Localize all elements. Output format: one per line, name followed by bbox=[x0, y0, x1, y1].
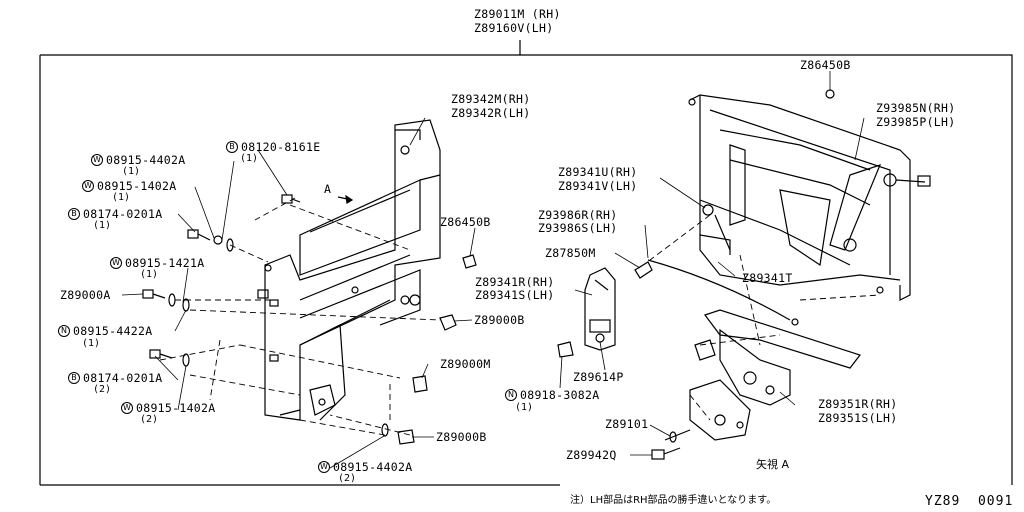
callout-label[interactable]: Z89000M bbox=[440, 357, 491, 371]
callout-qty: (1) bbox=[515, 402, 534, 413]
callout-label[interactable]: Z86450B bbox=[440, 215, 491, 229]
handle-bracket-drawing bbox=[557, 267, 616, 358]
callout-label[interactable]: Z89341T bbox=[742, 271, 793, 285]
callout-label[interactable]: 08915-1402A bbox=[97, 179, 177, 193]
callout-label[interactable]: Z89614P bbox=[573, 370, 624, 384]
callout-label[interactable]: 08174-0201A bbox=[83, 207, 163, 221]
callout-label[interactable]: Z89000B bbox=[474, 313, 525, 327]
callout-label[interactable]: Z89942Q bbox=[566, 448, 617, 462]
callout-label[interactable]: Z89351S(LH) bbox=[818, 411, 898, 425]
callout-label[interactable]: Z89342M(RH) bbox=[451, 92, 531, 106]
callout-label[interactable]: Z93986S(LH) bbox=[538, 221, 618, 235]
callout-qty: (1) bbox=[240, 153, 259, 164]
callout-prefix: W bbox=[110, 257, 122, 269]
callout-prefix: W bbox=[121, 402, 133, 414]
callout-prefix: B bbox=[68, 208, 80, 220]
callout-qty: (1) bbox=[112, 192, 131, 203]
upper-mechanism-drawing bbox=[688, 89, 931, 301]
callout-label[interactable]: 08120-8161E bbox=[241, 140, 321, 154]
diagram-frame bbox=[40, 54, 1013, 485]
callout-prefix: W bbox=[82, 180, 94, 192]
callout-label[interactable]: Z86450B bbox=[800, 58, 851, 72]
callout-qty: (1) bbox=[122, 166, 141, 177]
callout-qty: (1) bbox=[82, 338, 101, 349]
frame-bracket-drawing bbox=[257, 119, 441, 421]
callout-prefix: W bbox=[91, 154, 103, 166]
leader-lines bbox=[121, 71, 865, 469]
callout-label[interactable]: Z89101 bbox=[605, 417, 649, 431]
callout-label[interactable]: 08915-4422A bbox=[73, 324, 153, 338]
callout-qty: (2) bbox=[338, 473, 357, 484]
callout-label[interactable]: Z89342R(LH) bbox=[451, 106, 531, 120]
callout-prefix: N bbox=[505, 389, 517, 401]
callout-label[interactable]: Z89341U(RH) bbox=[558, 165, 638, 179]
latch-assembly-drawing bbox=[651, 309, 861, 460]
callout-prefix: W bbox=[318, 461, 330, 473]
view-arrow-label: A bbox=[324, 182, 332, 196]
callout-label[interactable]: 08915-4402A bbox=[106, 153, 186, 167]
callout-label[interactable]: 08915-1402A bbox=[136, 401, 216, 415]
callout-label[interactable]: Z89000B bbox=[436, 430, 487, 444]
callout-label[interactable]: Z89351R(RH) bbox=[818, 397, 898, 411]
callout-label[interactable]: Z89341V(LH) bbox=[558, 179, 638, 193]
assembly-part-rh: Z89011M (RH) bbox=[474, 7, 561, 21]
callout-qty: (1) bbox=[93, 220, 112, 231]
callout-label[interactable]: Z89341R(RH) bbox=[475, 275, 555, 289]
callout-label[interactable]: 08918-3082A bbox=[520, 388, 600, 402]
footnote: 注）LH部品はRH部品の勝手違いとなります。 bbox=[570, 495, 777, 506]
callout-qty: (2) bbox=[93, 384, 112, 395]
callout-label[interactable]: 08174-0201A bbox=[83, 371, 163, 385]
callout-label[interactable]: Z87850M bbox=[545, 246, 596, 260]
assembly-part-lh: Z89160V(LH) bbox=[474, 21, 554, 35]
callout-label[interactable]: Z93985N(RH) bbox=[876, 101, 956, 115]
callout-label[interactable]: Z89341S(LH) bbox=[475, 288, 555, 302]
callout-label[interactable]: 08915-1421A bbox=[125, 256, 205, 270]
callout-prefix: B bbox=[226, 141, 238, 153]
view-label: 矢視 A bbox=[756, 458, 790, 471]
diagram-code: YZ89 0091 bbox=[925, 494, 1014, 509]
callout-prefix: B bbox=[68, 372, 80, 384]
callout-label[interactable]: Z93986R(RH) bbox=[538, 208, 618, 222]
cable-drawing bbox=[647, 259, 791, 321]
callout-prefix: N bbox=[58, 325, 70, 337]
callout-label[interactable]: 08915-4402A bbox=[333, 460, 413, 474]
callout-label[interactable]: Z89000A bbox=[60, 288, 111, 302]
callout-qty: (2) bbox=[140, 414, 159, 425]
callout-label[interactable]: Z93985P(LH) bbox=[876, 115, 956, 129]
callout-qty: (1) bbox=[140, 269, 159, 280]
